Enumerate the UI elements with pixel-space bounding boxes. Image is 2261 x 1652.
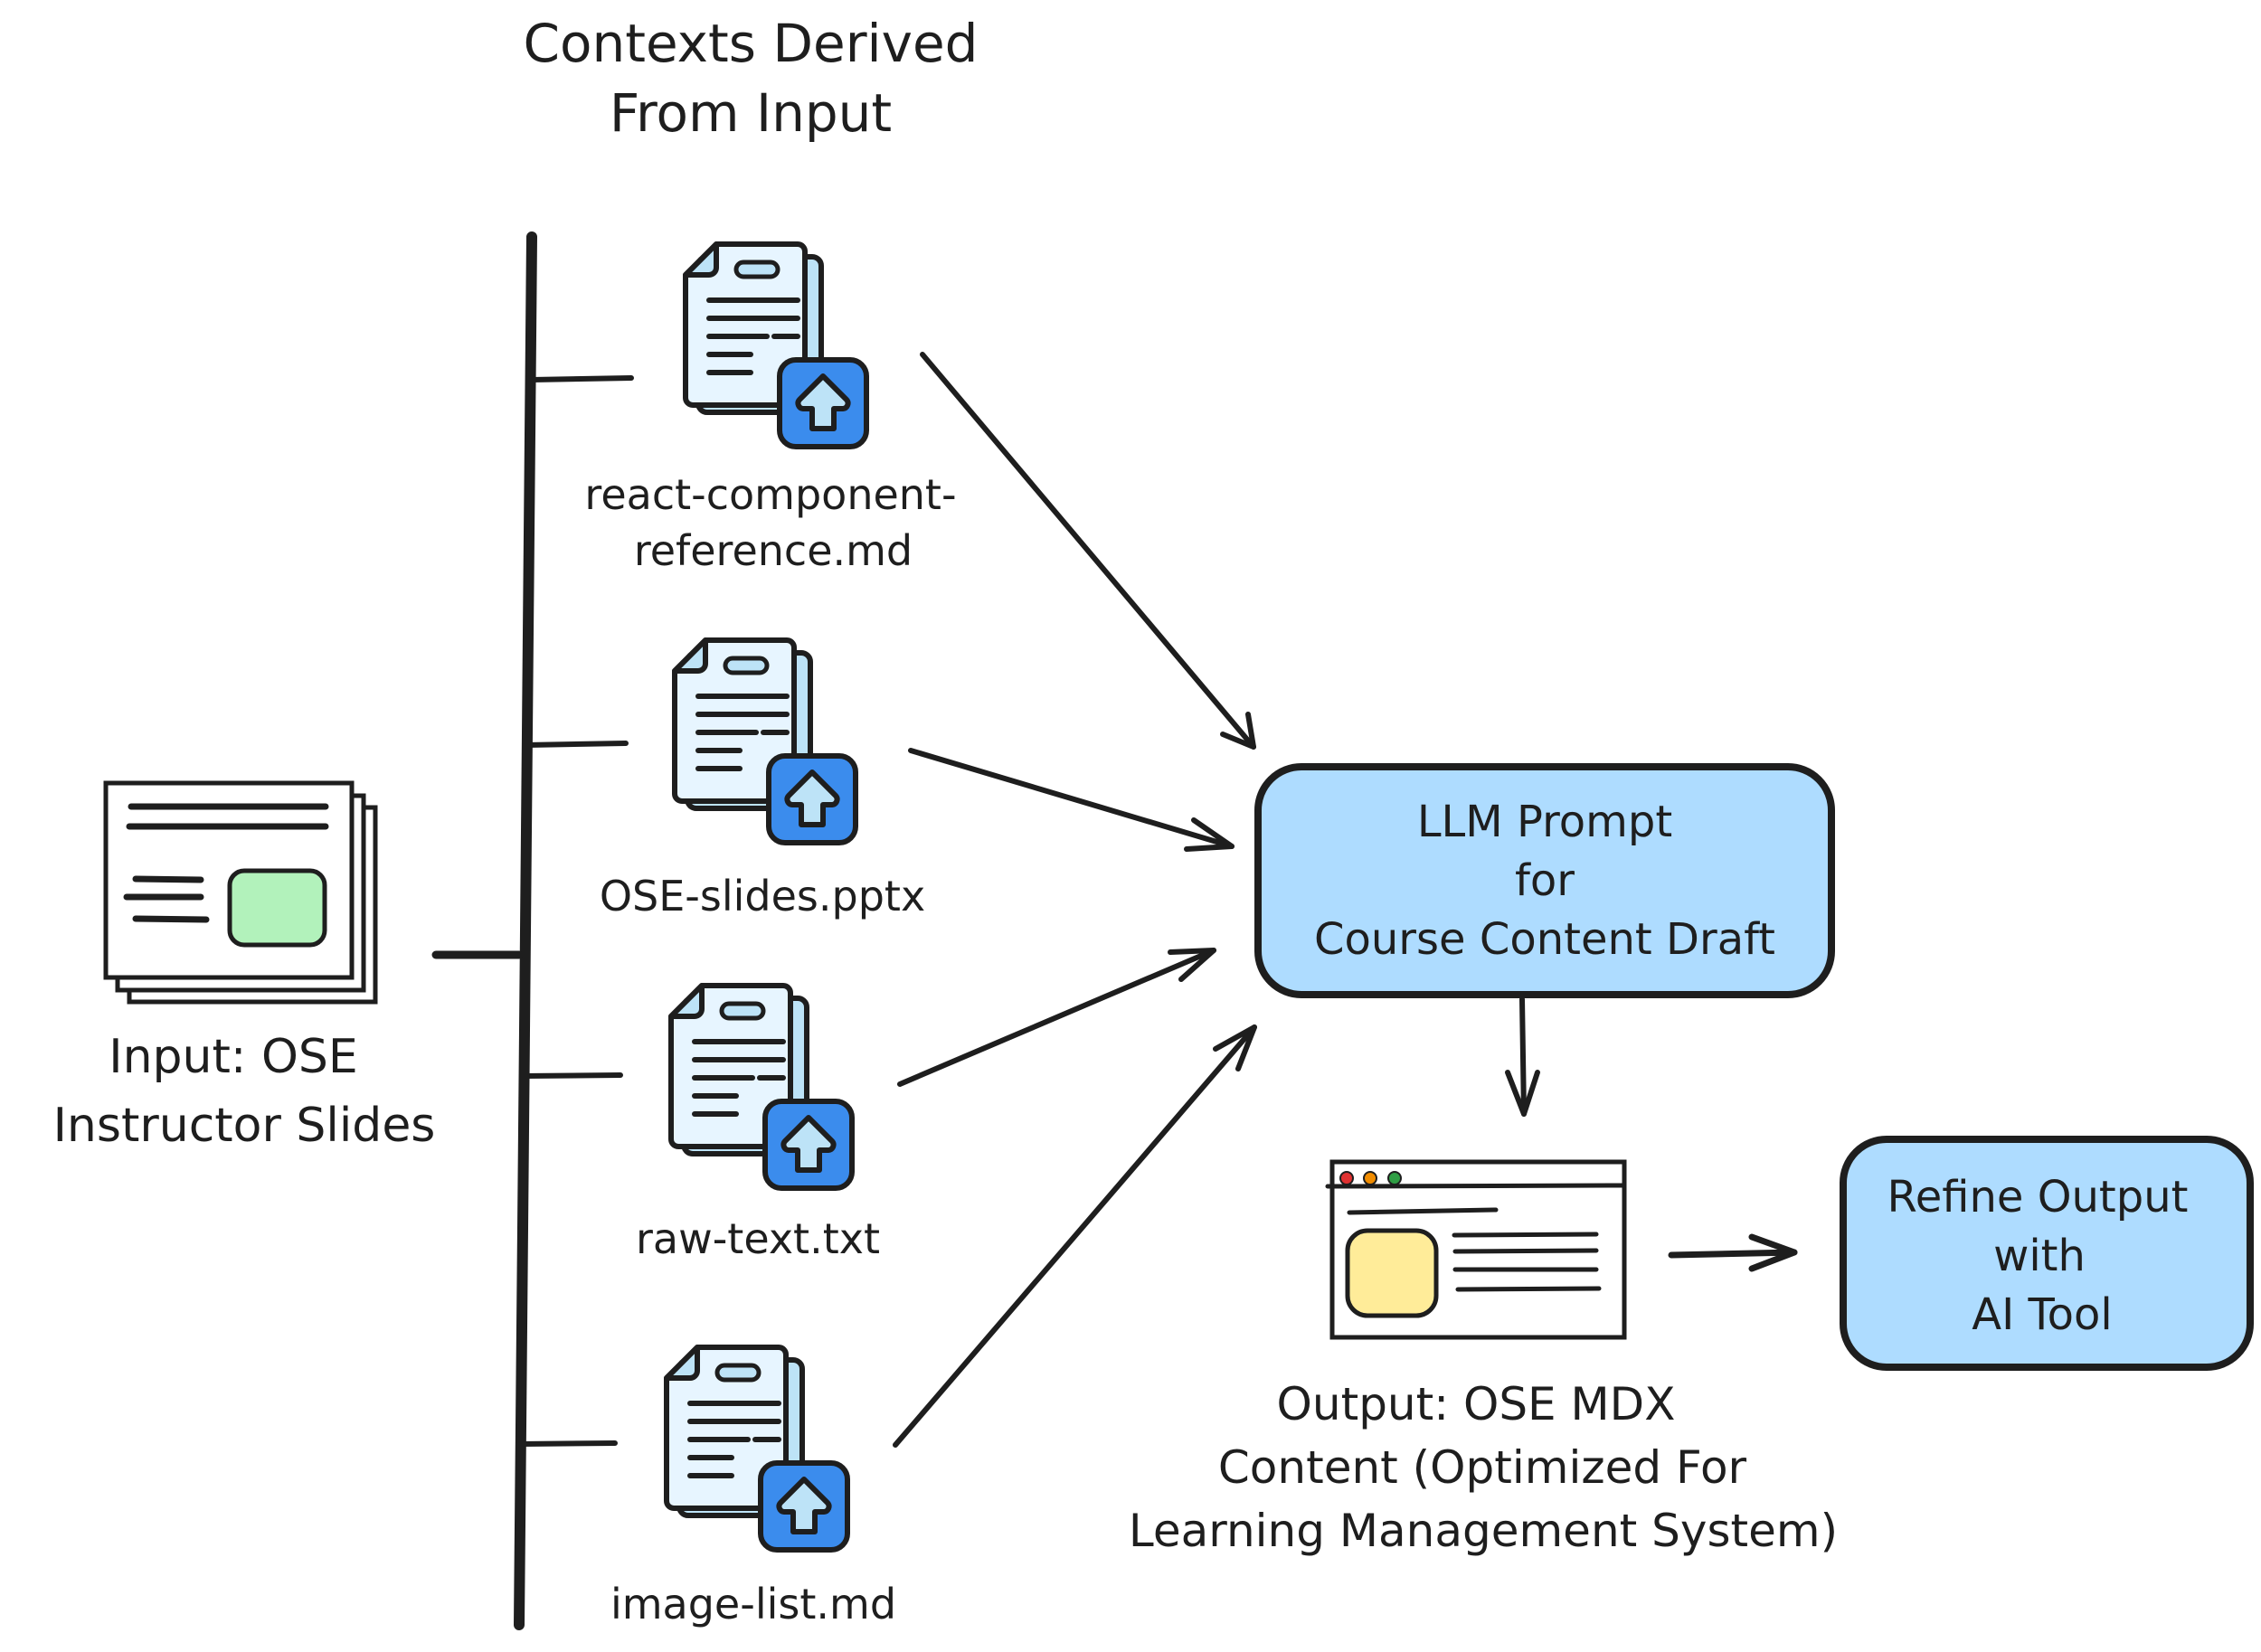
llm-prompt-line-2: for: [1515, 855, 1575, 906]
context-file-raw-text[interactable]: [668, 983, 855, 1191]
arrow-slides-to-llm: [908, 748, 1235, 852]
refine-line-1: Refine Output: [1887, 1172, 2189, 1222]
input-label-line-1: Input: OSE: [109, 1030, 358, 1084]
upload-arrow-icon: [777, 357, 869, 449]
arrow-react-to-llm: [920, 352, 1256, 750]
window-close-dot: [1339, 1171, 1354, 1185]
window-minimize-dot: [1363, 1171, 1377, 1185]
upload-arrow-icon: [758, 1460, 850, 1553]
file-label-react-line-1: react-component-: [584, 470, 956, 519]
llm-prompt-node[interactable]: LLM Prompt for Course Content Draft: [1254, 763, 1835, 998]
output-label-line-1: Output: OSE MDX: [1277, 1378, 1676, 1430]
input-label-line-2: Instructor Slides: [53, 1099, 436, 1153]
refine-line-3: AI Tool: [1972, 1289, 2112, 1340]
output-label-line-3: Learning Management System): [1129, 1505, 1838, 1557]
output-label: Output: OSE MDX Content (Optimized For L…: [1129, 1378, 1838, 1557]
upload-arrow-icon: [762, 1099, 855, 1191]
refine-output-node[interactable]: Refine Output with AI Tool: [1840, 1136, 2254, 1371]
file-label-raw-text: raw-text.txt: [636, 1214, 880, 1263]
upload-arrow-icon: [766, 753, 858, 845]
document-upload-icon: [672, 637, 858, 845]
context-file-react-component-reference[interactable]: [683, 241, 869, 449]
branch-connector-4: [517, 1440, 618, 1447]
input-label: Input: OSE Instructor Slides: [53, 1030, 436, 1153]
file-label-react-line-2: reference.md: [634, 526, 913, 575]
title-line-2: From Input: [610, 82, 892, 144]
slide-image-placeholder: [227, 868, 327, 948]
arrow-imagelist-to-llm: [893, 1024, 1257, 1448]
output-image-placeholder: [1345, 1228, 1439, 1318]
output-label-line-2: Content (Optimized For: [1218, 1441, 1747, 1494]
context-bus-line: [514, 231, 537, 1630]
title-line-1: Contexts Derived: [524, 13, 979, 74]
llm-prompt-line-1: LLM Prompt: [1417, 797, 1672, 847]
document-upload-icon: [664, 1345, 850, 1553]
llm-prompt-line-3: Course Content Draft: [1314, 914, 1775, 965]
slides-stack-icon: [103, 780, 378, 1005]
window-maximize-dot: [1387, 1171, 1402, 1185]
branch-connector-2: [524, 741, 629, 748]
context-file-ose-slides[interactable]: [672, 637, 858, 845]
arrow-output-to-refine: [1668, 1233, 1798, 1272]
browser-window-icon: [1325, 1159, 1627, 1340]
document-upload-icon: [683, 241, 869, 449]
refine-line-2: with: [1993, 1231, 2086, 1281]
diagram-title: Contexts Derived From Input: [524, 13, 979, 144]
context-file-image-list[interactable]: [664, 1345, 850, 1553]
branch-connector-3: [520, 1072, 623, 1079]
arrow-rawtext-to-llm: [897, 948, 1216, 1087]
branch-connector-1: [529, 375, 634, 382]
file-label-ose-slides: OSE-slides.pptx: [600, 872, 925, 920]
arrow-llm-to-output: [1505, 996, 1540, 1117]
document-upload-icon: [668, 983, 855, 1191]
file-label-image-list: image-list.md: [610, 1580, 896, 1628]
